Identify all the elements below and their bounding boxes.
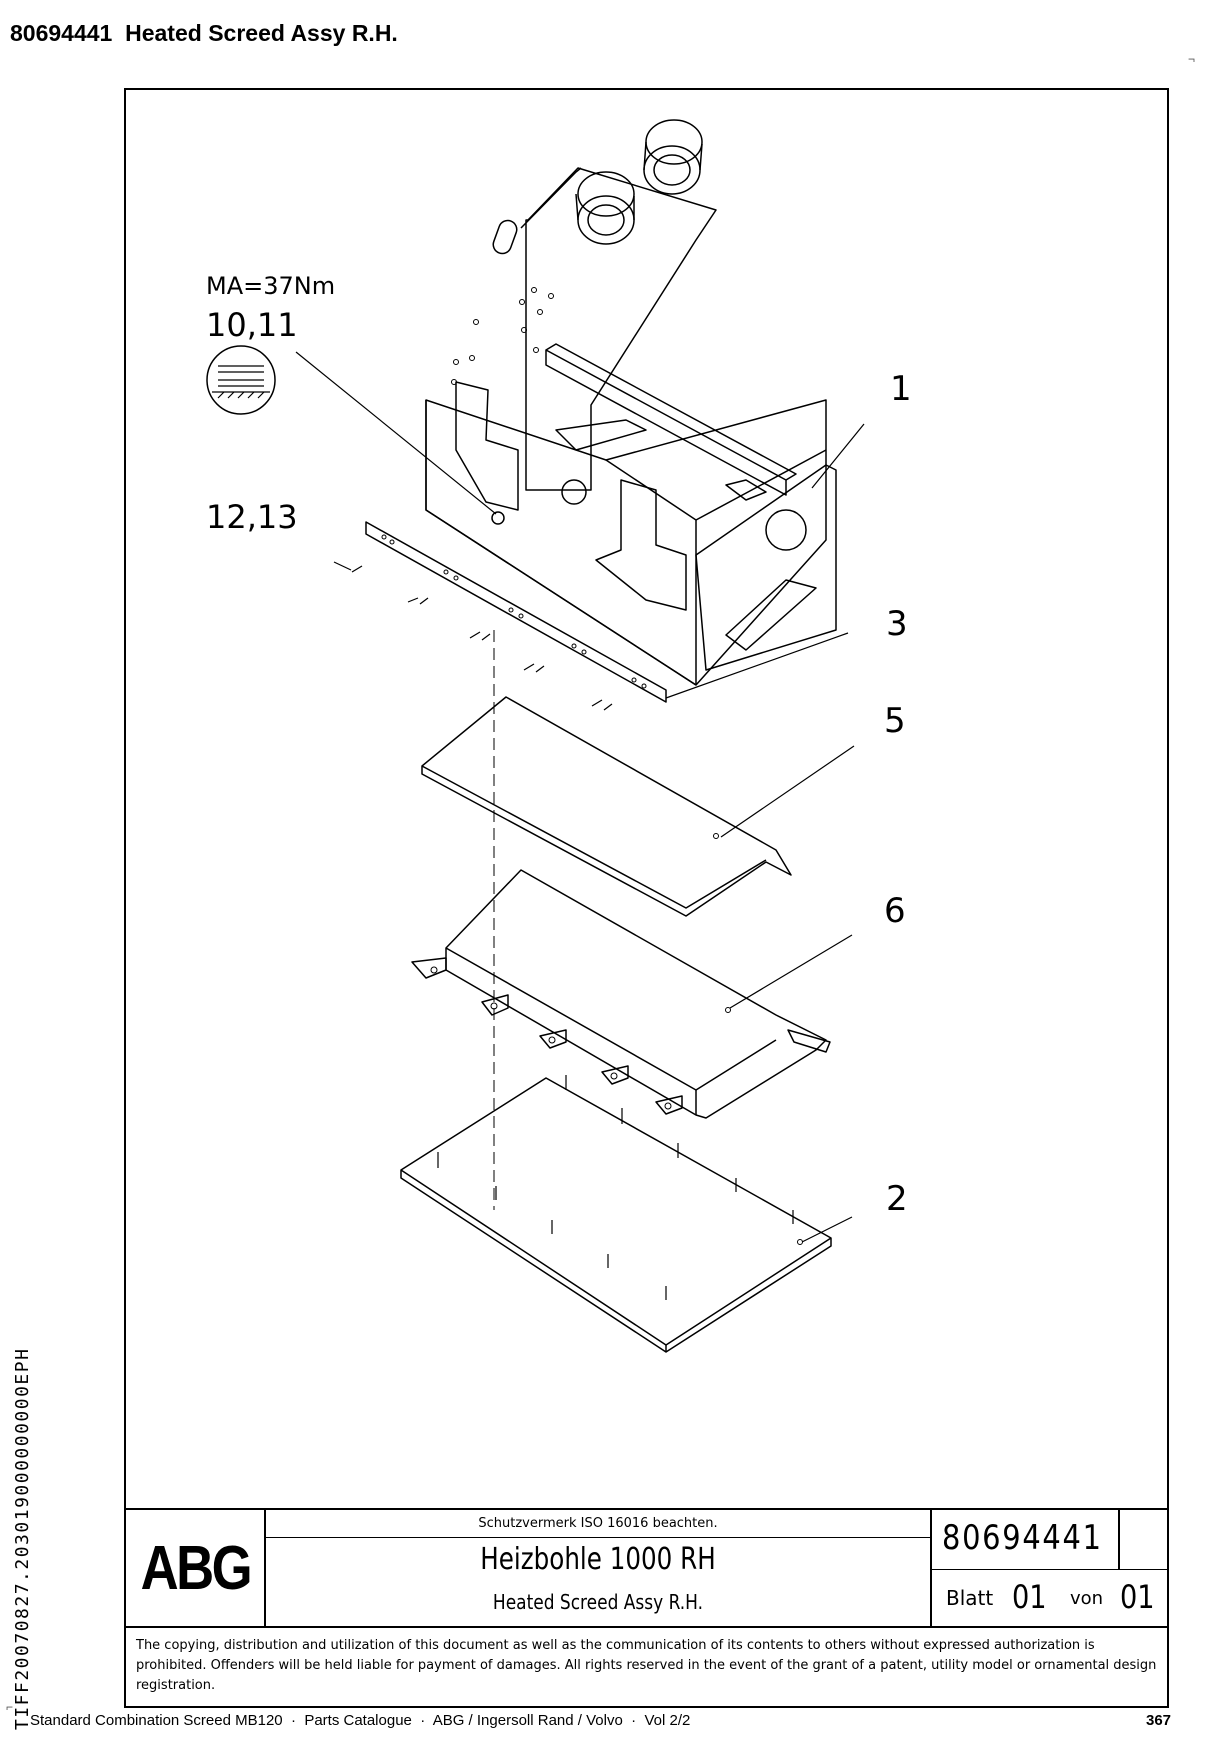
frame-side-plate-outline (520, 167, 582, 229)
frame-end-plate (695, 464, 837, 671)
page-number: 367 (1146, 1712, 1172, 1729)
torque-washer-symbol (206, 345, 276, 415)
frame-side-plate (525, 167, 717, 491)
callout-3: 3 (886, 604, 908, 644)
bushing-top (643, 145, 701, 195)
top-rail (545, 349, 787, 496)
callout-5: 5 (884, 701, 906, 741)
bushing-bottom (577, 195, 635, 245)
frame-main-box (425, 399, 827, 686)
document-number-cell: 80694441 (930, 1510, 1167, 1570)
callout-1: 1 (890, 369, 912, 409)
protection-note: Schutzvermerk ISO 16016 beachten. (266, 1510, 930, 1538)
footer-corner-mark: ⌐ (6, 1700, 14, 1714)
cell-divider (1118, 1510, 1120, 1570)
heating-tray-part-6 (445, 869, 827, 1119)
insulation-plate-part-5 (421, 696, 792, 917)
drawing-title-german: Heizbohle 1000 RH (480, 1542, 716, 1577)
of-label: von (1070, 1588, 1104, 1609)
corner-mark: ¬ (1188, 52, 1196, 66)
side-file-code: TIFF20070827.203019000000000EPH (12, 1347, 33, 1730)
sheet-total: 01 (1120, 1578, 1155, 1616)
callout-2: 2 (886, 1179, 908, 1219)
torque-items-label: 10,11 (206, 306, 298, 344)
torque-note: MA=37Nm (206, 272, 335, 300)
strip-part-3 (365, 521, 667, 703)
callout-6: 6 (884, 891, 906, 931)
logo-cell: ABG (126, 1510, 266, 1626)
sheet-label: Blatt (946, 1586, 994, 1610)
sheet-cell: Blatt 01 von 01 (930, 1570, 1167, 1626)
drawing-frame: 1 3 5 6 2 MA=37Nm 10,11 12,13 ABG Schutz… (124, 88, 1169, 1708)
bracket-right (595, 479, 687, 611)
title-block: ABG Schutzvermerk ISO 16016 beachten. He… (126, 1508, 1167, 1626)
drawing-title-english: Heated Screed Assy R.H. (492, 1590, 704, 1614)
bracket-left (455, 381, 519, 511)
items-12-13-label: 12,13 (206, 498, 298, 536)
footer-catalogue-info: Standard Combination Screed MB120 · Part… (30, 1712, 691, 1729)
bottom-plate-part-2 (400, 1077, 832, 1353)
exploded-view-drawing: 1 3 5 6 2 MA=37Nm 10,11 12,13 (206, 119, 912, 1353)
document-number: 80694441 (942, 1518, 1103, 1558)
abg-logo: ABG (140, 1533, 252, 1603)
copyright-notice: The copying, distribution and utilizatio… (126, 1626, 1167, 1706)
sheet-number: 01 (1012, 1578, 1047, 1616)
page-title: 80694441 Heated Screed Assy R.H. (10, 20, 398, 46)
